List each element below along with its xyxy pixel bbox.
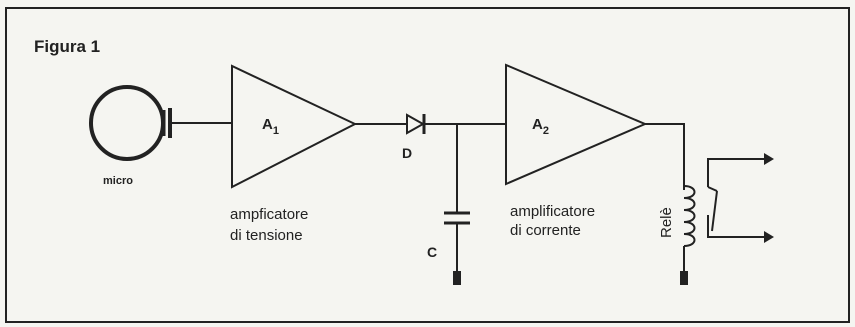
- relay-label: Relè: [658, 207, 675, 238]
- amplifier-a2-caption-line2: di corrente: [510, 222, 581, 239]
- amplifier-a2-caption-line1: amplificatore: [510, 203, 595, 220]
- amplifier-a1-icon: [231, 64, 358, 189]
- figure-frame: [5, 7, 850, 323]
- figure-title: Figura 1: [34, 37, 100, 56]
- diode-label: D: [402, 145, 412, 161]
- amplifier-a2-label: A2: [532, 116, 549, 137]
- capacitor-icon: [444, 211, 470, 225]
- arrow-right-icon: [764, 231, 774, 243]
- amplifier-a1-label: A1: [262, 116, 279, 137]
- microphone-icon: [89, 85, 172, 161]
- wire-amp2-relay: [645, 123, 685, 186]
- relay-contacts: [707, 153, 774, 243]
- microphone-label: micro: [103, 175, 133, 187]
- capacitor-label: C: [427, 244, 437, 260]
- ground-icon: [453, 271, 461, 285]
- ground-icon: [680, 271, 688, 285]
- arrow-right-icon: [764, 153, 774, 165]
- amplifier-a1-caption-line1: ampficatore: [230, 206, 308, 223]
- amplifier-a2-icon: [505, 63, 648, 186]
- amplifier-a1-caption-line2: di tensione: [230, 227, 303, 244]
- diode-icon: [406, 113, 426, 135]
- relay-coil-icon: [683, 185, 696, 247]
